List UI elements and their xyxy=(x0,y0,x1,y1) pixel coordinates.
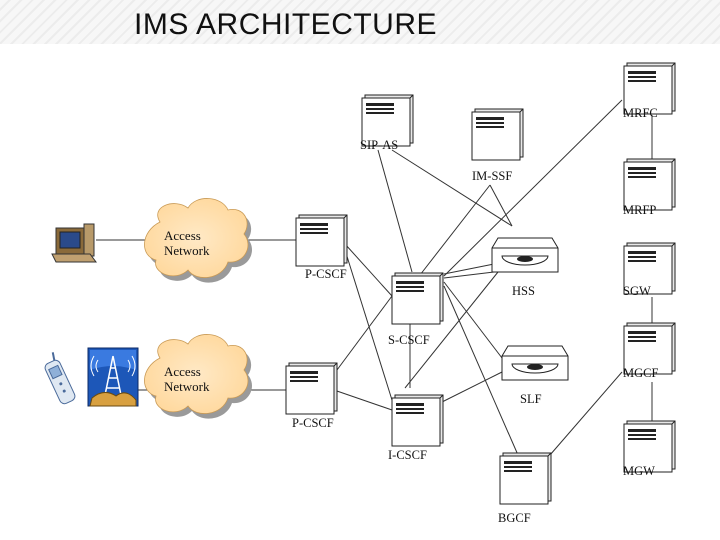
label-p-cscf-top: P-CSCF xyxy=(305,267,347,281)
label-p-cscf-bottom: P-CSCF xyxy=(292,416,334,430)
server-bgcf xyxy=(499,452,552,505)
cloud-bottom-line1: Access xyxy=(164,364,201,379)
connection-lines xyxy=(96,99,653,456)
cloud-bottom-line2: Network xyxy=(164,379,210,394)
computer-terminal-icon xyxy=(51,223,97,263)
label-slf: SLF xyxy=(520,392,542,406)
label-mgcf: MGCF xyxy=(623,366,658,380)
cloud-access-network-bottom: Access Network xyxy=(144,334,253,419)
server-p-cscf-bottom xyxy=(285,362,338,415)
label-i-cscf: I-CSCF xyxy=(388,448,427,462)
cloud-access-network-top: Access Network xyxy=(144,198,253,283)
server-im-ssf xyxy=(471,108,524,161)
header-band xyxy=(0,0,720,44)
cloud-top-line1: Access xyxy=(164,228,201,243)
label-mrfp: MRFP xyxy=(623,203,656,217)
label-sip-as: SIP-AS xyxy=(360,138,398,152)
mobile-phone-icon xyxy=(44,352,76,405)
label-hss: HSS xyxy=(512,284,535,298)
label-sgw: SGW xyxy=(623,284,651,298)
label-s-cscf: S-CSCF xyxy=(388,333,430,347)
server-s-cscf xyxy=(391,272,444,325)
slide-title: IMS ARCHITECTURE xyxy=(134,8,438,41)
cloud-top-line2: Network xyxy=(164,243,210,258)
database-drive-hss xyxy=(491,237,559,273)
label-im-ssf: IM-SSF xyxy=(472,169,512,183)
server-i-cscf xyxy=(391,394,444,447)
label-mgw: MGW xyxy=(623,464,655,478)
label-bgcf: BGCF xyxy=(498,511,531,525)
radio-tower-icon xyxy=(87,347,139,407)
database-drive-slf xyxy=(501,345,569,381)
server-p-cscf-top xyxy=(295,214,348,267)
label-mrfc: MRFC xyxy=(623,106,658,120)
